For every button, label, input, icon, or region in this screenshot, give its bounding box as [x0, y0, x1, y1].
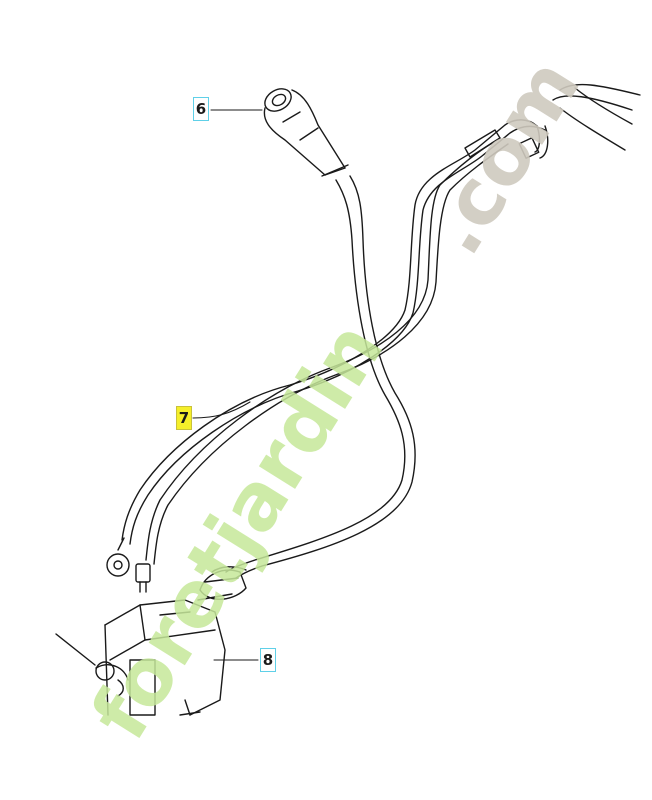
- ignition-coil: [55, 599, 226, 716]
- leader-lines: [192, 109, 263, 661]
- watermark: foretjardin .com: [75, 44, 598, 755]
- callout-7: 7: [176, 406, 192, 430]
- callout-6: 6: [193, 97, 209, 121]
- switch-wire-harness: [106, 119, 549, 593]
- callout-8: 8: [260, 648, 276, 672]
- leader-line-7: [192, 401, 251, 419]
- engine-housing-fragment: [552, 83, 641, 151]
- coil-lead-boot: [197, 566, 247, 601]
- watermark-text-grey: .com: [410, 44, 598, 270]
- spark-plug-boot: [263, 88, 349, 177]
- ignition-lead: [225, 175, 416, 579]
